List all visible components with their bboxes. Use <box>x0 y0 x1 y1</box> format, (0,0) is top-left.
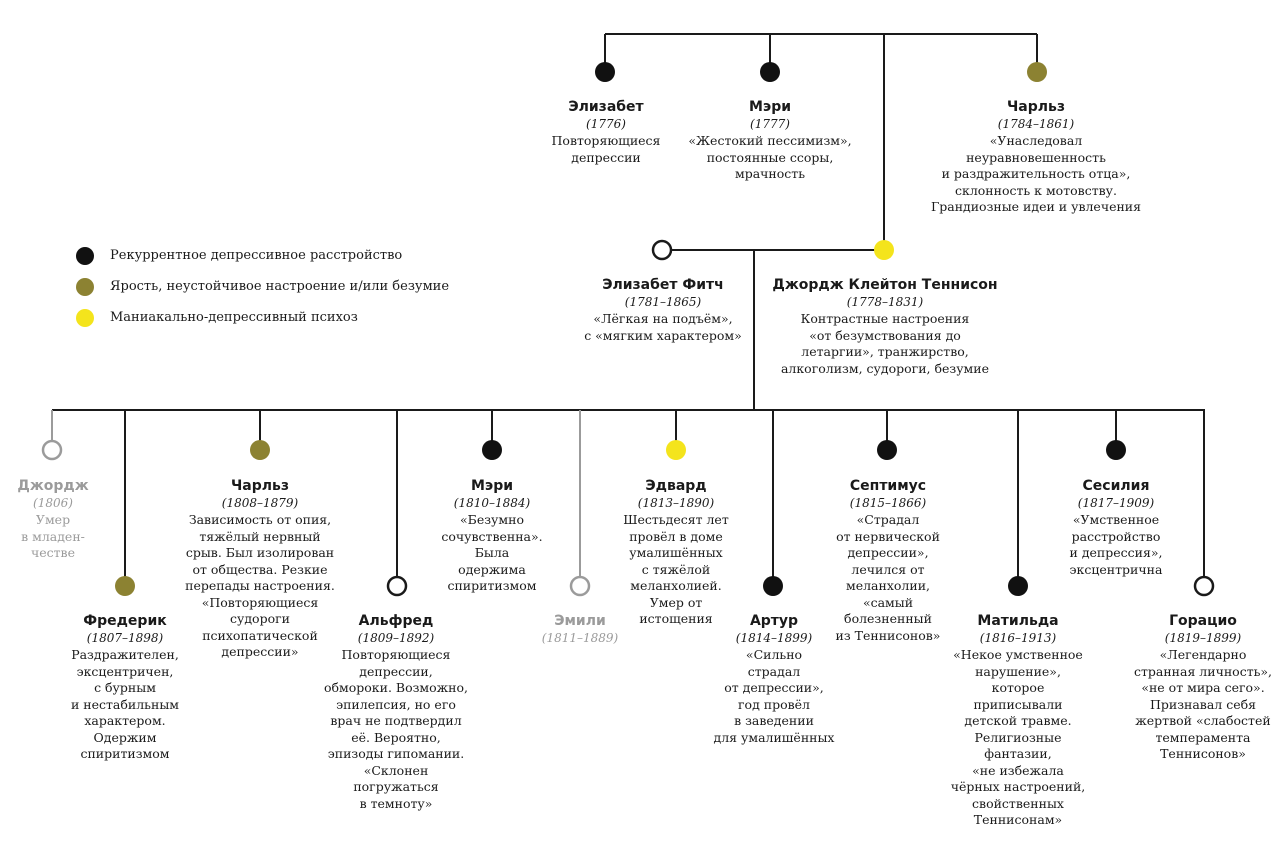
person-george-1806: Джордж (1806) Умер в младен- честве <box>8 477 98 562</box>
frederick-status-icon <box>115 576 135 596</box>
person-years: (1784–1861) <box>997 117 1075 131</box>
person-years: (1814–1899) <box>735 631 813 645</box>
person-name: Сесилия <box>1082 478 1150 494</box>
person-description: Повторяющиеся депрессии <box>551 133 661 165</box>
legend-item-recurrent-depression: Рекуррентное депрессивное расстройство <box>76 240 449 271</box>
edward-status-icon <box>666 440 686 460</box>
person-years: (1816–1913) <box>979 631 1057 645</box>
person-mary-1810: Мэри (1810–1884) «Безумно сочувственна».… <box>426 477 558 595</box>
legend-label: Рекуррентное депрессивное расстройство <box>110 248 403 263</box>
person-name: Артур <box>749 613 799 629</box>
person-description: Повторяющиеся депрессии, обмороки. Возмо… <box>323 647 469 811</box>
person-name: Джордж <box>17 478 89 494</box>
person-years: (1778–1831) <box>846 295 924 309</box>
cecilia-status-icon <box>1106 440 1126 460</box>
person-septimus: Септимус (1815–1866) «Страдал от нервиче… <box>818 477 958 644</box>
person-description: «Унаследовал неуравновешенность и раздра… <box>930 133 1142 214</box>
person-emily: Эмили (1811–1889) <box>530 612 630 647</box>
charles-1808-status-icon <box>250 440 270 460</box>
mary-1810-status-icon <box>482 440 502 460</box>
person-years: (1776) <box>586 117 626 131</box>
person-mary-1777: Мэри (1777) «Жестокий пессимизм», постоя… <box>660 98 880 183</box>
person-alfred: Альфред (1809–1892) Повторяющиеся депрес… <box>320 612 472 812</box>
person-years: (1813–1890) <box>637 496 715 510</box>
person-matilda: Матильда (1816–1913) «Некое умственное н… <box>940 612 1096 829</box>
person-description: Контрастные настроения «от безумствовани… <box>780 311 990 376</box>
person-name: Эдвард <box>645 478 707 494</box>
person-name: Чарльз <box>230 478 290 494</box>
person-charles-1808: Чарльз (1808–1879) Зависимость от опия, … <box>180 477 340 661</box>
alfred-status-icon <box>386 575 408 597</box>
person-years: (1815–1866) <box>849 496 927 510</box>
person-elizabeth-fytche: Элизабет Фитч (1781–1865) «Лёгкая на под… <box>563 276 763 344</box>
person-description: «Жестокий пессимизм», постоянные ссоры, … <box>688 133 852 181</box>
olive-dot-icon <box>76 277 94 296</box>
person-description: Умер в младен- честве <box>21 512 85 560</box>
person-name: Джордж Клейтон Теннисон <box>772 277 998 293</box>
person-name: Эмили <box>554 613 606 629</box>
charles-1784-status-icon <box>1027 62 1047 82</box>
person-description: Шестьдесят лет провёл в доме умалишённых… <box>623 512 729 626</box>
person-george-clayton-tennyson: Джордж Клейтон Теннисон (1778–1831) Конт… <box>760 276 1010 377</box>
george-1806-status-icon <box>41 439 63 461</box>
person-description: «Страдал от нервической депрессии», лечи… <box>835 512 941 643</box>
person-years: (1807–1898) <box>86 631 164 645</box>
person-cecilia: Сесилия (1817–1909) «Умственное расстрой… <box>1056 477 1176 578</box>
matilda-status-icon <box>1008 576 1028 596</box>
person-edward: Эдвард (1813–1890) Шестьдесят лет провёл… <box>606 477 746 628</box>
person-name: Элизабет Фитч <box>602 277 724 293</box>
person-description: Раздражителен, эксцентричен, с бурным и … <box>70 647 179 761</box>
legend-item-rage-instability: Ярость, неустойчивое настроение и/или бе… <box>76 271 449 302</box>
person-name: Чарльз <box>1006 99 1066 115</box>
septimus-status-icon <box>877 440 897 460</box>
person-years: (1819–1899) <box>1164 631 1242 645</box>
person-name: Фредерик <box>83 613 167 629</box>
person-charles-1784: Чарльз (1784–1861) «Унаследовал неуравно… <box>916 98 1156 216</box>
mary-1777-status-icon <box>760 62 780 82</box>
person-years: (1806) <box>33 496 73 510</box>
person-description: «Лёгкая на подъём», с «мягким характером… <box>584 311 742 343</box>
person-name: Мэри <box>748 99 792 115</box>
person-name: Мэри <box>470 478 514 494</box>
person-frederick: Фредерик (1807–1898) Раздражителен, эксц… <box>60 612 190 763</box>
yellow-dot-icon <box>76 308 94 327</box>
person-years: (1809–1892) <box>357 631 435 645</box>
black-dot-icon <box>76 246 94 265</box>
emily-status-icon <box>569 575 591 597</box>
person-arthur: Артур (1814–1899) «Сильно страдал от деп… <box>700 612 848 746</box>
person-name: Матильда <box>977 613 1059 629</box>
person-name: Элизабет <box>568 99 644 115</box>
person-description: Зависимость от опия, тяжёлый нервный сры… <box>185 512 335 659</box>
elizabeth-1776-status-icon <box>595 62 615 82</box>
person-years: (1808–1879) <box>221 496 299 510</box>
person-years: (1777) <box>750 117 790 131</box>
person-description: «Безумно сочувственна». Была одержима сп… <box>441 512 543 593</box>
person-description: «Некое умственное нарушение», которое пр… <box>950 647 1086 827</box>
george-clayton-status-icon <box>874 240 894 260</box>
person-name: Альфред <box>358 613 434 629</box>
person-description: «Легендарно странная личность», «не от м… <box>1133 647 1273 761</box>
horatio-status-icon <box>1193 575 1215 597</box>
legend-item-manic-depressive: Маниакально-депрессивный психоз <box>76 302 449 333</box>
legend-label: Ярость, неустойчивое настроение и/или бе… <box>110 279 450 294</box>
legend: Рекуррентное депрессивное расстройство Я… <box>76 240 449 333</box>
person-name: Горацио <box>1169 613 1237 629</box>
person-description: «Сильно страдал от депрессии», год провё… <box>713 647 835 745</box>
person-elizabeth-1776: Элизабет (1776) Повторяющиеся депрессии <box>506 98 706 166</box>
person-years: (1810–1884) <box>453 496 531 510</box>
person-description: «Умственное расстройство и депрессия», э… <box>1069 512 1163 577</box>
person-name: Септимус <box>849 478 927 494</box>
elizabeth-fytche-status-icon <box>651 239 673 261</box>
arthur-status-icon <box>763 576 783 596</box>
person-years: (1817–1909) <box>1077 496 1155 510</box>
person-years: (1811–1889) <box>541 631 619 645</box>
person-years: (1781–1865) <box>624 295 702 309</box>
legend-label: Маниакально-депрессивный психоз <box>110 310 358 325</box>
person-horatio: Горацио (1819–1899) «Легендарно странная… <box>1130 612 1276 763</box>
